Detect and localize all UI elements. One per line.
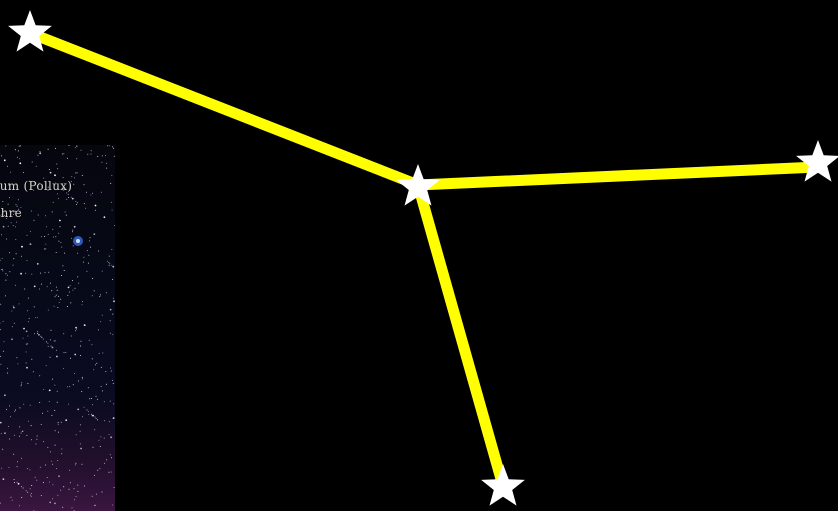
star-1-icon xyxy=(8,10,52,52)
constellation-stars xyxy=(8,10,838,506)
star-4-icon xyxy=(481,464,525,506)
star-3-icon xyxy=(796,140,838,182)
segment-star-1-to-star-2 xyxy=(30,33,418,185)
segment-star-2-to-star-3 xyxy=(418,167,818,185)
segment-star-2-to-star-4 xyxy=(418,185,503,486)
constellation-lines xyxy=(30,33,818,486)
